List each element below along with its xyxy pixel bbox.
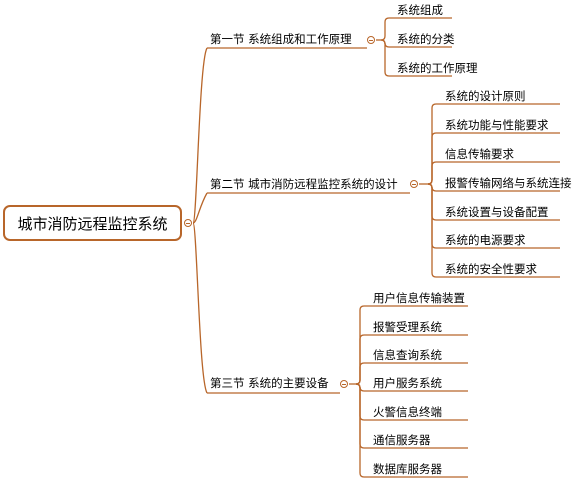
- section-1-item-3[interactable]: 系统的工作原理: [397, 61, 478, 75]
- section-3-branch-7: [355, 383, 468, 478]
- section-2-item-7[interactable]: 系统的安全性要求: [445, 262, 537, 276]
- root-to-section-3: [192, 222, 208, 394]
- section-2-item-5[interactable]: 系统设置与设备配置: [445, 205, 549, 219]
- section-2-item-3[interactable]: 信息传输要求: [445, 147, 514, 161]
- section-1-collapse-icon[interactable]: [367, 36, 375, 44]
- section-1-branch-1: [380, 17, 452, 41]
- root-collapse-icon[interactable]: [184, 219, 192, 227]
- section-2-collapse-icon[interactable]: [410, 180, 418, 188]
- section-3-item-3[interactable]: 信息查询系统: [373, 348, 442, 362]
- section-3-item-5[interactable]: 火警信息终端: [373, 405, 442, 419]
- root-to-section-1: [192, 47, 208, 224]
- section-3-item-2[interactable]: 报警受理系统: [373, 320, 442, 334]
- section-2-item-6[interactable]: 系统的电源要求: [445, 233, 526, 247]
- section-3-item-6[interactable]: 通信服务器: [373, 433, 431, 447]
- section-3-branch-3: [355, 362, 468, 385]
- section-2-item-2[interactable]: 系统功能与性能要求: [445, 118, 549, 132]
- section-2-branch-1: [427, 103, 560, 185]
- section-2-branch-7: [427, 183, 560, 278]
- section-3-item-1[interactable]: 用户信息传输装置: [373, 291, 465, 305]
- section-3-collapse-icon[interactable]: [340, 380, 348, 388]
- section-3-title[interactable]: 第三节 系统的主要设备: [210, 376, 329, 390]
- section-1-item-1[interactable]: 系统组成: [397, 3, 443, 17]
- section-2-item-1[interactable]: 系统的设计原则: [445, 89, 526, 103]
- section-3-item-4[interactable]: 用户服务系统: [373, 376, 442, 390]
- section-2-item-4[interactable]: 报警传输网络与系统连接: [445, 176, 572, 190]
- section-1-item-2[interactable]: 系统的分类: [397, 32, 455, 46]
- section-1-title[interactable]: 第一节 系统组成和工作原理: [210, 32, 352, 46]
- root-to-section-2: [192, 192, 208, 224]
- section-2-title[interactable]: 第二节 城市消防远程监控系统的设计: [210, 177, 398, 191]
- root-label: 城市消防远程监控系统: [17, 214, 168, 233]
- root-node[interactable]: 城市消防远程监控系统: [3, 205, 182, 241]
- section-3-branch-1: [355, 305, 468, 385]
- section-1-branch-3: [380, 39, 452, 77]
- section-2-branch-3: [427, 161, 560, 185]
- section-3-item-7[interactable]: 数据库服务器: [373, 462, 442, 476]
